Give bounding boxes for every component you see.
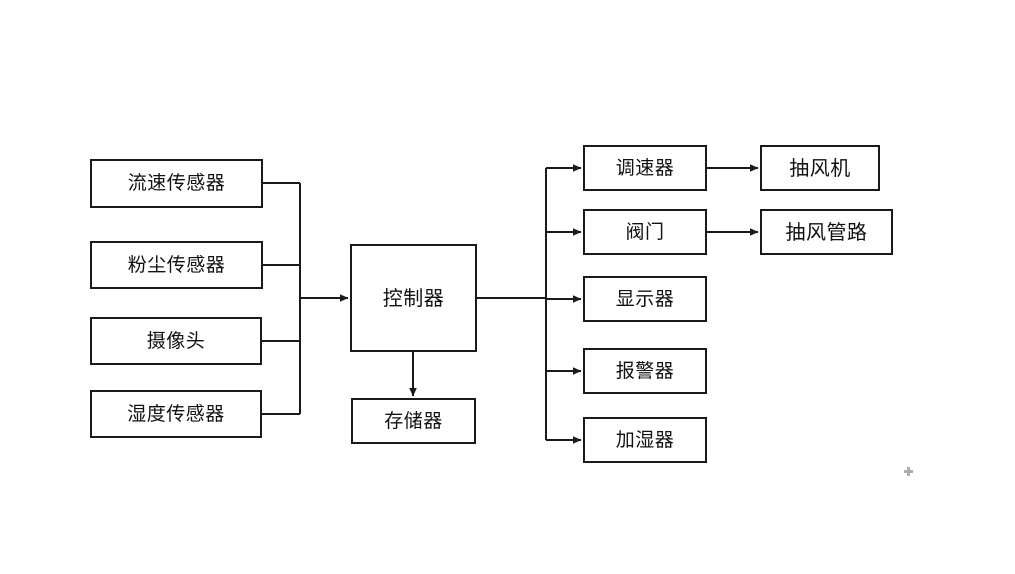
node-camera-label: 摄像头 xyxy=(146,329,206,352)
node-exhaust-fan-label: 抽风机 xyxy=(789,156,851,180)
scan-artifact-speck xyxy=(904,467,913,476)
node-dust-sensor-label: 粉尘传感器 xyxy=(127,253,226,276)
node-speed-regulator[interactable]: 调速器 xyxy=(583,145,707,191)
node-humidity-sensor-label: 湿度传感器 xyxy=(127,402,225,425)
node-speed-regulator-label: 调速器 xyxy=(615,156,675,179)
node-display-label: 显示器 xyxy=(615,287,675,310)
node-humidifier-label: 加湿器 xyxy=(615,428,675,451)
node-exhaust-fan[interactable]: 抽风机 xyxy=(760,145,880,191)
node-valve[interactable]: 阀门 xyxy=(583,209,707,255)
node-exhaust-duct-label: 抽风管路 xyxy=(785,220,868,244)
node-storage[interactable]: 存储器 xyxy=(351,398,476,444)
node-humidifier[interactable]: 加湿器 xyxy=(583,417,707,463)
node-alarm-label: 报警器 xyxy=(615,359,675,382)
node-camera[interactable]: 摄像头 xyxy=(90,317,262,365)
node-display[interactable]: 显示器 xyxy=(583,276,707,322)
node-flow-sensor-label: 流速传感器 xyxy=(127,172,226,194)
node-valve-label: 阀门 xyxy=(625,220,665,243)
node-exhaust-duct[interactable]: 抽风管路 xyxy=(760,209,893,255)
node-flow-sensor[interactable]: 流速传感器 xyxy=(90,159,263,208)
node-controller[interactable]: 控制器 xyxy=(350,244,477,352)
node-alarm[interactable]: 报警器 xyxy=(583,348,707,394)
node-dust-sensor[interactable]: 粉尘传感器 xyxy=(90,241,263,289)
node-controller-label: 控制器 xyxy=(382,286,445,310)
node-humidity-sensor[interactable]: 湿度传感器 xyxy=(90,390,262,438)
node-storage-label: 存储器 xyxy=(384,409,443,432)
